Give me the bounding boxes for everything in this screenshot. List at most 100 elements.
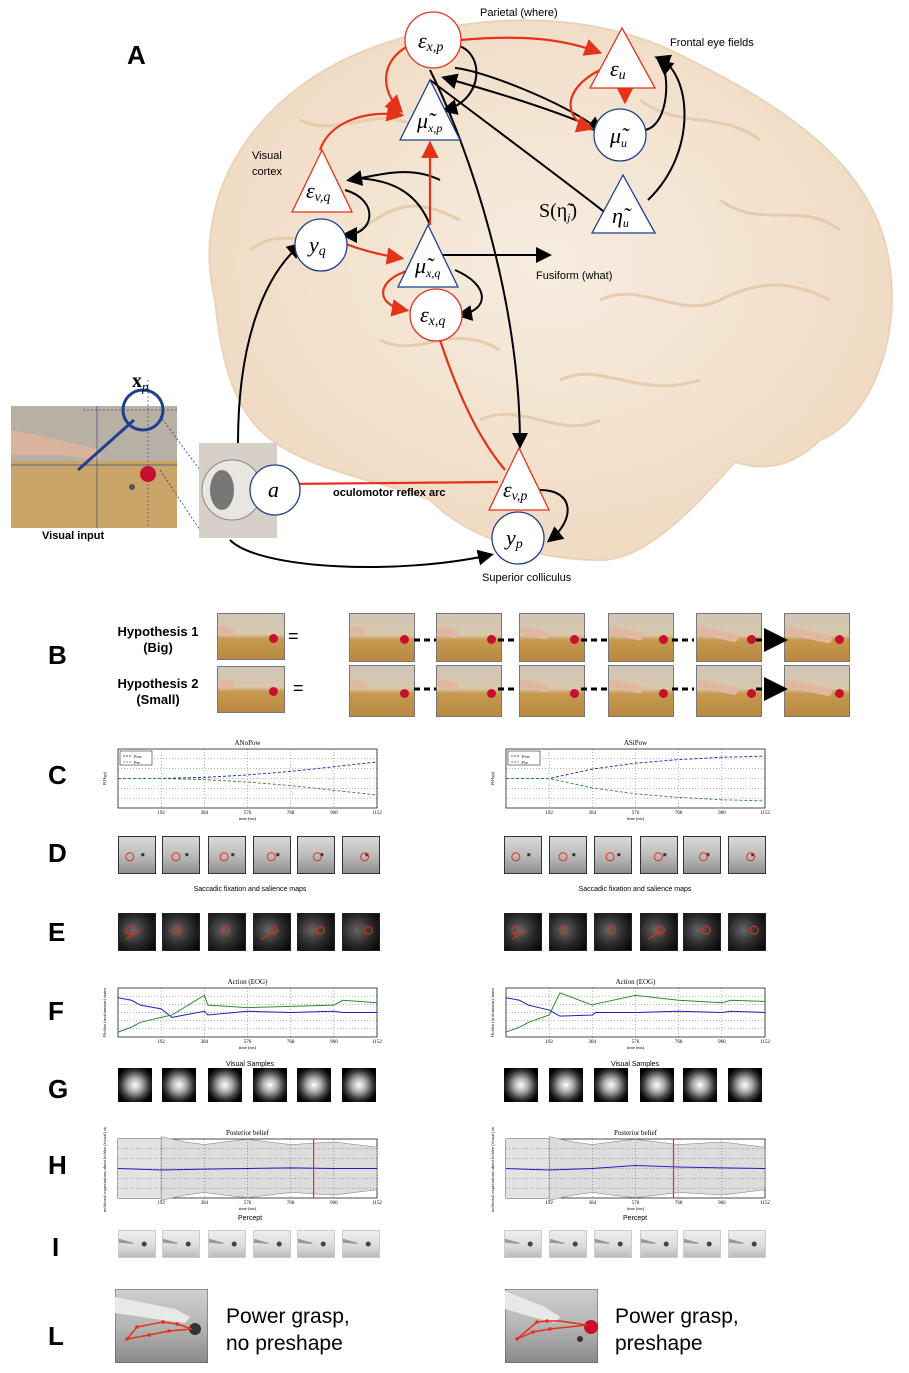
b-frames-frame [217,666,285,713]
red-ball [399,635,409,645]
fixation-trace [171,852,189,862]
legend [507,750,541,766]
i-frames-frame [683,1230,721,1258]
salience-marker [260,925,278,940]
legend-label: Pre [134,760,140,765]
e-frames-frame [297,913,335,951]
g-frames-frame [342,1068,376,1102]
tick-label-x: 768 [675,1201,683,1206]
b-frames-frame [608,613,674,662]
d-frames-frame [728,836,766,874]
tick-label-x: 384 [589,1201,597,1206]
tick-label-x: 1152 [372,1201,382,1206]
b-frames-frame [784,613,850,662]
hypothesis-1-label: Hypothesis 1(Big) [117,624,199,655]
series-line [117,1167,377,1171]
node-eps-xq [409,288,463,342]
diagram-a: εx,p μ̃x,p εu μ̃u η̃u εv,q yq μ̃x,q εx,q… [11,11,893,568]
tick-label-x: 768 [287,1040,295,1045]
salience-marker [559,925,569,935]
series-line [505,1165,766,1171]
red-ball [746,688,756,698]
tick-label-x: 384 [201,1201,209,1206]
fixation-trace [360,852,370,862]
chart-title: Posterior belief [226,1129,270,1137]
node-mu-xq [396,223,460,288]
d-frames-frame [253,836,291,874]
fixation-trace [219,852,235,862]
percept-marks [684,1238,712,1247]
e-frames-frame [549,913,587,951]
fixation-trace [312,852,324,862]
tick-label-x: 768 [287,1201,295,1206]
e-frames-frame [208,913,246,951]
grasp-image-left [115,1289,208,1363]
tick-label-x: 192 [157,1040,165,1045]
hypothesis-arrows [414,628,788,701]
percept-marks [595,1238,623,1247]
panel-letter-i: I [52,1232,60,1262]
tick-label-x: 1152 [760,811,770,816]
y-axis-label: Conditional expectations about hidden (v… [102,1127,107,1212]
tick-label-x: 192 [545,811,553,816]
y-axis-label: Hidden (oculomotor) states [490,988,495,1037]
tick-label-x: 384 [589,1040,597,1045]
i-frames-frame [162,1230,200,1258]
grasp-text-right: Power grasp,preshape [615,1305,739,1355]
e-frames-frame [118,913,156,951]
fixation-trace [511,852,531,862]
eq-1: = [288,626,299,646]
tick-label-x: 576 [632,811,640,816]
i-frames-frame [594,1230,632,1258]
d-frames-frame [297,836,335,874]
salience-marker [221,925,231,935]
g-title-left: Visual Samples [225,1061,275,1068]
e-frames-frame [253,913,291,951]
series-line [117,997,377,1018]
node-eps-vp [487,446,551,511]
panel-letter-g: G [48,1074,69,1104]
node-eps-xp [404,11,462,69]
x-axis-label: time (ms) [627,1045,645,1050]
panel-letter-d: D [48,838,67,868]
i-frames-frame [208,1230,246,1258]
series-line [118,761,378,779]
panel-letter-a: A [127,40,146,70]
salience-marker [172,925,182,935]
y-axis-label: Hidden (oculomotor) states [102,988,107,1037]
percept-marks [298,1238,326,1247]
chart-title: Action (EOG) [228,978,269,986]
panel-letter-l: L [48,1321,64,1351]
percept-marks [163,1238,191,1247]
tick-label-x: 576 [632,1201,640,1206]
g-frames-frame [253,1068,287,1102]
i-frames-frame [728,1230,766,1258]
b-frames-frame [436,613,502,662]
e-frames-frame [683,913,721,951]
legend-label: Pow [522,754,531,759]
tick-label-x: 1152 [372,811,382,816]
i-title-left: Percept [237,1215,263,1222]
label-oculomotor: oculomotor reflex arc [333,487,446,499]
b-frames-frame [217,613,285,660]
tick-label-x: 960 [330,811,338,816]
label-parietal: Parietal (where) [480,7,558,19]
tick-label-x: 960 [718,811,726,816]
x-axis-label: time (ms) [239,816,257,821]
node-y-q [294,218,348,272]
red-ball [834,688,844,698]
fixation-trace [125,852,145,862]
i-frames-frame [342,1230,380,1258]
red-ball [269,687,279,697]
tick-label-x: 192 [545,1201,553,1206]
g-frames-frame [297,1068,331,1102]
salience-marker [749,925,759,935]
fixation-trace [605,852,621,862]
panel-letter-h: H [48,1150,67,1180]
x-axis-label: time (ms) [239,1206,257,1211]
chart-title: ASiPow [624,739,648,747]
svg-text:εv,p: εv,p [503,477,527,504]
d-frames-frame [640,836,678,874]
node-y-p [491,511,545,565]
